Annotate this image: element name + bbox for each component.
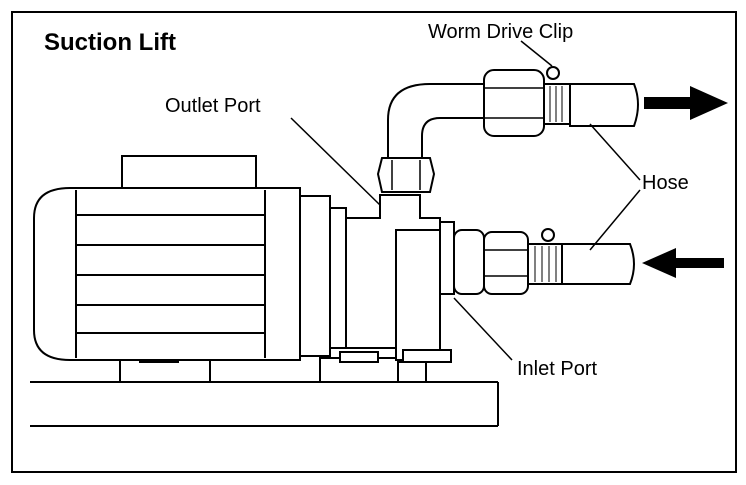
hose-label: Hose bbox=[642, 172, 689, 194]
arrow-right-icon bbox=[644, 86, 728, 120]
inlet-hose bbox=[561, 243, 635, 285]
outlet-fitting bbox=[483, 66, 571, 137]
outlet-port-label: Outlet Port bbox=[165, 95, 261, 117]
leader-lines bbox=[290, 40, 641, 361]
electric-motor bbox=[33, 155, 347, 361]
outlet-pipe bbox=[376, 83, 489, 193]
worm-drive-clip-label: Worm Drive Clip bbox=[428, 21, 573, 43]
inlet-port-label: Inlet Port bbox=[517, 358, 597, 380]
pump-housing bbox=[345, 194, 455, 383]
base-platform bbox=[30, 381, 499, 427]
inlet-fitting bbox=[453, 228, 563, 295]
diagram-frame bbox=[11, 11, 737, 473]
outlet-hose bbox=[569, 83, 639, 127]
diagram-title: Suction Lift bbox=[44, 29, 176, 56]
arrow-left-icon bbox=[642, 248, 724, 278]
